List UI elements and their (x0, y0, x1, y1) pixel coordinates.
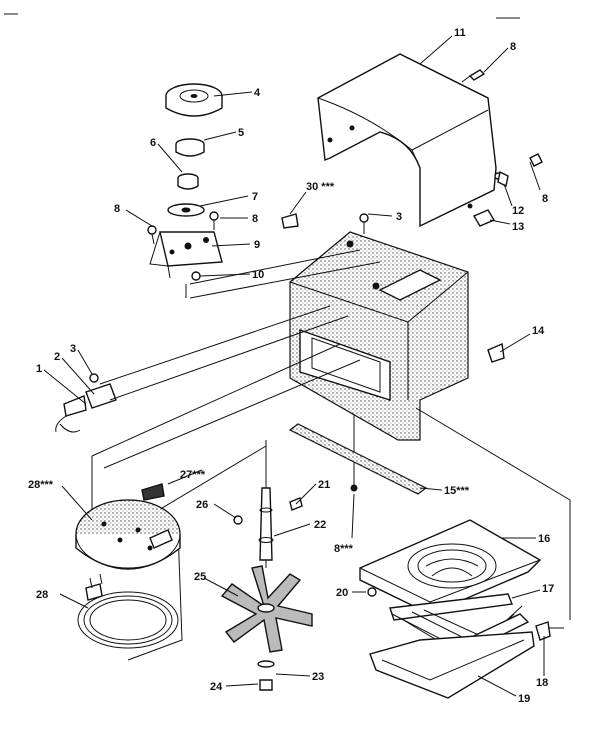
callout-2: 2 (54, 351, 60, 363)
callout-7: 7 (252, 191, 258, 203)
oven-cavity (289, 231, 469, 441)
callout-25: 25 (194, 571, 206, 583)
shelf-support-bar (288, 423, 428, 495)
fan-washer (257, 660, 275, 691)
stirrer-pulley (165, 83, 223, 117)
motor-bracket (149, 231, 223, 279)
callout-8-top: 8 (510, 41, 516, 53)
callout-15: 15*** (444, 485, 470, 497)
callout-13: 13 (512, 221, 524, 233)
callout-6: 6 (150, 137, 156, 149)
callout-27: 27*** (180, 469, 206, 481)
callout-21: 21 (318, 479, 330, 491)
clip (281, 213, 299, 229)
rack-screw (367, 587, 377, 597)
callout-8-side: 8 (542, 193, 548, 205)
cover-screws (461, 69, 543, 227)
callout-16: 16 (538, 533, 550, 545)
grill-rack (359, 519, 542, 615)
callout-28-coil: 28 (36, 589, 48, 601)
callout-leaders (43, 35, 545, 697)
callout-8-bottom: 8*** (334, 543, 354, 555)
stirrer-shaft (233, 487, 303, 561)
screws (147, 211, 369, 281)
thermal-cutout (55, 373, 117, 433)
callout-23: 23 (312, 671, 324, 683)
callout-1: 1 (36, 363, 42, 375)
callout-28-motor: 28*** (28, 479, 54, 491)
latch-clip (535, 621, 551, 641)
stirrer-fan (220, 565, 313, 653)
spacer (177, 173, 199, 190)
callout-24: 24 (210, 681, 223, 693)
cabinet-cover (317, 53, 502, 228)
heating-coil (77, 573, 179, 649)
bearing-plate (167, 203, 205, 217)
drive-bushing (175, 138, 205, 157)
callout-9: 9 (254, 239, 260, 251)
callout-labels: 4 5 6 7 8 8 9 10 11 8 8 12 13 3 30 *** 1… (28, 27, 554, 705)
callout-11: 11 (454, 27, 466, 39)
callout-14: 14 (532, 325, 545, 337)
callout-19: 19 (518, 693, 530, 705)
callout-8-screw: 8 (252, 213, 258, 225)
callout-4: 4 (254, 87, 261, 99)
callout-26: 26 (196, 499, 208, 511)
callout-10: 10 (252, 269, 264, 281)
callout-3-top: 3 (396, 211, 402, 223)
callout-18: 18 (536, 677, 548, 689)
callout-17: 17 (542, 583, 554, 595)
callout-22: 22 (314, 519, 326, 531)
hinge-bracket (487, 342, 505, 363)
callout-12: 12 (512, 205, 524, 217)
callout-5: 5 (238, 127, 244, 139)
callout-8-bracket: 8 (114, 203, 120, 215)
callout-20: 20 (336, 587, 348, 599)
callout-30: 30 *** (306, 181, 335, 193)
drip-tray (369, 631, 535, 699)
turntable-motor (75, 483, 181, 570)
callout-3-left: 3 (70, 343, 76, 355)
